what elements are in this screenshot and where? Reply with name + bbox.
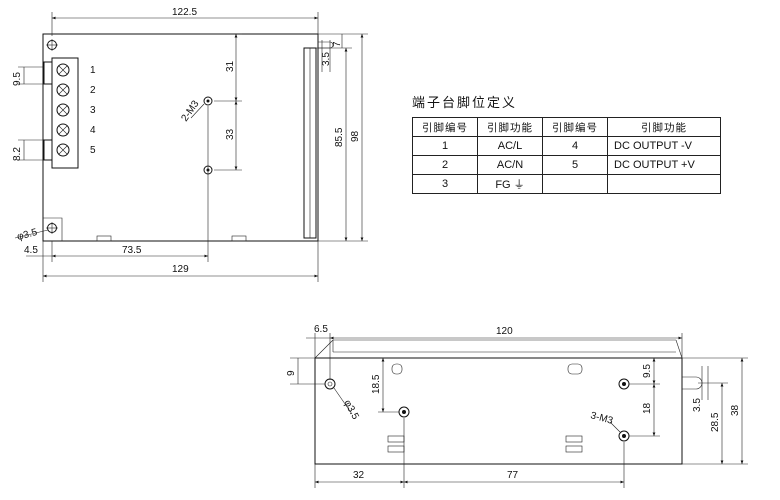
dim-term-gap: 8.2 bbox=[12, 147, 23, 161]
dim-side-hole-top: 9 bbox=[286, 370, 297, 376]
dim-side-bottom-left: 32 bbox=[353, 470, 365, 481]
dim-side-right-spacing: 18 bbox=[642, 402, 653, 414]
side-view-body bbox=[314, 357, 683, 465]
terminal-number-5: 5 bbox=[90, 145, 96, 156]
terminal-block bbox=[51, 57, 79, 169]
table-row: 3 FG ⏚ bbox=[412, 174, 721, 194]
pin-table-header-row: 引脚编号 引脚功能 引脚编号 引脚功能 bbox=[412, 117, 721, 137]
screw-hole-upper bbox=[203, 96, 213, 106]
pin-table: 引脚编号 引脚功能 引脚编号 引脚功能 1 AC/L 4 DC OUTPUT -… bbox=[412, 117, 721, 194]
dim-top-right: 7 bbox=[332, 41, 343, 47]
table-row: 2 AC/N 5 DC OUTPUT +V bbox=[412, 155, 721, 175]
dim-side-bottom-mid: 77 bbox=[507, 470, 519, 481]
dim-side-slot-depth: 18.5 bbox=[371, 374, 382, 394]
dim-height-right: 98 bbox=[350, 130, 361, 142]
dim-term-pitch: 9.5 bbox=[12, 72, 23, 86]
side-mount-hole bbox=[324, 378, 336, 390]
dim-side-height: 38 bbox=[730, 404, 741, 416]
terminal-screws bbox=[56, 63, 70, 157]
dim-hole-spacing: 33 bbox=[225, 128, 236, 140]
header-pin-no-1: 引脚编号 bbox=[412, 117, 478, 137]
dim-hole-x: 73.5 bbox=[122, 245, 142, 256]
pin-definition-section: 端子台脚位定义 引脚编号 引脚功能 引脚编号 引脚功能 1 AC/L 4 DC … bbox=[412, 92, 721, 194]
terminal-number-1: 1 bbox=[90, 65, 96, 76]
dim-slot-top: 3.5 bbox=[321, 52, 332, 66]
dim-side-right-top: 9.5 bbox=[642, 364, 653, 378]
side-view: 120 6.5 9 18.5 φ3.5 3-M3 9.5 18 38 28.5 bbox=[286, 324, 748, 488]
header-pin-no-2: 引脚编号 bbox=[542, 117, 608, 137]
dim-width-bottom: 129 bbox=[172, 264, 189, 275]
table-row: 1 AC/L 4 DC OUTPUT -V bbox=[412, 136, 721, 156]
header-pin-fn-2: 引脚功能 bbox=[607, 117, 721, 137]
header-pin-fn-1: 引脚功能 bbox=[477, 117, 543, 137]
dim-hole-top: 31 bbox=[225, 60, 236, 72]
dim-side-mount-hole: φ3.5 bbox=[341, 398, 360, 422]
terminal-number-2: 2 bbox=[90, 85, 96, 96]
pin-table-title: 端子台脚位定义 bbox=[412, 96, 518, 111]
dim-height-inner: 85.5 bbox=[334, 127, 345, 147]
dim-side-slot: 3.5 bbox=[692, 398, 703, 412]
screw-label-top: 2-M3 bbox=[179, 98, 201, 123]
dim-side-height-inner: 28.5 bbox=[710, 412, 721, 432]
dim-width-top: 122.5 bbox=[172, 7, 197, 18]
terminal-number-4: 4 bbox=[90, 125, 96, 136]
top-view-body bbox=[42, 33, 319, 242]
top-view: 1 2 3 4 5 2-M3 31 33 122.5 129 73.5 bbox=[12, 7, 368, 282]
dim-side-width: 120 bbox=[496, 326, 513, 337]
dim-left-offset: 4.5 bbox=[24, 245, 38, 256]
terminal-number-3: 3 bbox=[90, 105, 96, 116]
side-screw-label: 3-M3 bbox=[589, 410, 614, 427]
dim-side-left-offset: 6.5 bbox=[314, 324, 328, 335]
dim-mount-hole: φ3.5 bbox=[16, 227, 39, 243]
